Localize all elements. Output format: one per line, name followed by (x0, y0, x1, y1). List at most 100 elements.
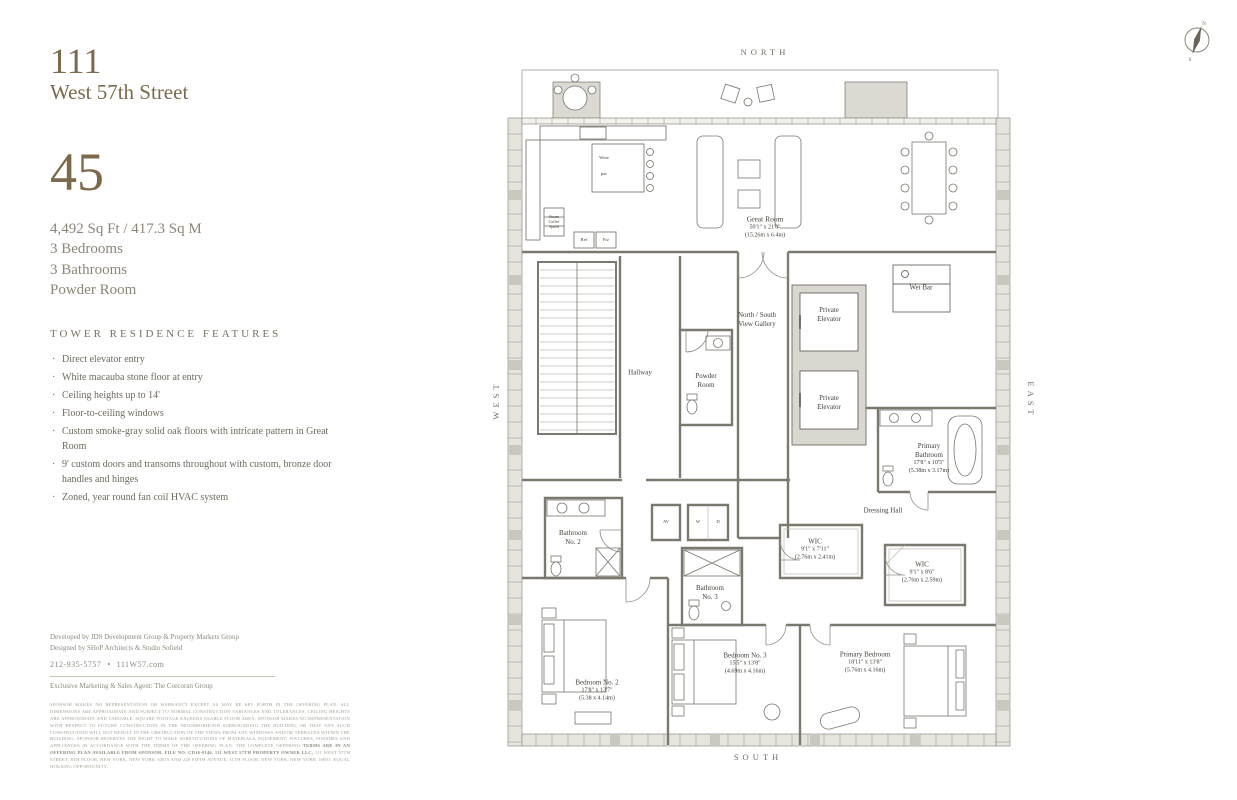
room-name: View Gallery (738, 320, 776, 328)
west-label: WEST (491, 380, 501, 420)
room-name: Elevator (817, 315, 841, 323)
residence-bedrooms: 3 Bedrooms (50, 241, 123, 258)
divider (50, 676, 275, 677)
designer-credit: Designed by SHoP Architects & Studio Sof… (50, 644, 183, 653)
south-label: SOUTH (733, 752, 783, 762)
feature-item: Ceiling heights up to 14' (50, 388, 350, 403)
room-name: Primary (917, 442, 941, 451)
legal-text-bold: TERMS ARE IN AN OFFERING PLAN AVAILABLE … (50, 743, 350, 756)
building-number: 111 (50, 41, 102, 81)
features-heading: TOWER RESIDENCE FEATURES (50, 328, 282, 341)
hallway-label: Hallway (628, 368, 652, 377)
floor-plan-drawing (507, 69, 1011, 747)
room-dim-m: (15.26m x 6.4m) (744, 231, 786, 238)
room-name: No. 3 (702, 593, 718, 601)
great-room-label: Great Room 50'1" x 21'0" (15.26m x 6.4m) (745, 214, 785, 239)
compass: N S (1177, 18, 1217, 67)
website: 111W57.com (116, 660, 165, 669)
room-dim-ft: 9'1" x 8'6" (909, 569, 935, 576)
window-mullion-ticks (508, 118, 1010, 746)
exterior-walls (507, 117, 1011, 747)
contact-line: 212-935-5757 • 111W57.com (50, 660, 164, 669)
door-swings (599, 251, 929, 646)
bedroom-2-label: Bedroom No. 2 17'8" x 13'7" (5.38 x 4.14… (575, 679, 618, 704)
room-dim-m: (5.38 x 4.14m) (579, 695, 615, 702)
room-dim-m: (5.76m x 4.16m) (844, 667, 886, 674)
north-label: NORTH (740, 47, 790, 57)
ref-label: Ref (580, 237, 588, 243)
compass-n: N (1202, 22, 1206, 27)
legal-text: 111 WEST 57TH STREET, 8TH FLOOR, NEW YOR… (50, 750, 351, 770)
residence-number: 45 (50, 142, 104, 203)
room-dim-ft: 17'8" x 10'5" (913, 460, 945, 467)
info-panel: 111 West 57th Street 45 4,492 Sq Ft / 41… (50, 41, 360, 784)
room-dim-m: (4.69m x 4.16m) (724, 668, 766, 675)
room-name: Wet Bar (909, 283, 933, 292)
dryer-label: D (716, 519, 720, 525)
legal-disclaimer: SPONSOR MAKES NO REPRESENTATION OR WARRA… (50, 702, 350, 771)
bathroom-fixtures (546, 335, 983, 621)
room-dim-ft: 17'8" x 13'7" (581, 687, 613, 694)
east-label: EAST (1026, 381, 1036, 419)
residence-details: 4,492 Sq Ft / 417.3 Sq M 3 Bedrooms 3 Ba… (50, 219, 360, 300)
residence-area: 4,492 Sq Ft / 417.3 Sq M (50, 221, 202, 238)
kitchen-fixtures (525, 125, 667, 249)
room-name: WIC (915, 560, 929, 569)
credits: Developed by JDS Development Group & Pro… (50, 632, 239, 654)
powder-room-label: Powder Room (695, 372, 716, 390)
room-name: Hallway (628, 368, 652, 377)
wine-label: Wine (599, 155, 609, 161)
stair (537, 261, 617, 435)
room-dim-ft: 50'1" x 21'0" (749, 224, 781, 231)
room-dim-ft: 9'1" x 7'11" (801, 546, 829, 553)
room-name: Bathroom (559, 528, 587, 537)
room-name: Private (819, 393, 839, 402)
terrace-outline (521, 69, 999, 118)
feature-item: 9' custom doors and transoms throughout … (50, 457, 350, 487)
bedroom-3-label: Bedroom No. 3 15'5" x 13'8" (4.69m x 4.1… (723, 652, 766, 677)
room-name: Room (697, 381, 715, 389)
primary-bedroom-label: Primary Bedroom 18'11" x 13'8" (5.76m x … (840, 651, 890, 676)
compass-icon: N S (1184, 22, 1210, 63)
room-name: Bathroom (696, 583, 724, 592)
compass-s: S (1189, 58, 1192, 62)
room-dim-ft: 15'5" x 13'8" (729, 660, 761, 667)
great-room-furniture (553, 73, 958, 229)
private-elevators (791, 284, 867, 446)
pac-label: pac (600, 171, 608, 177)
features-list: Direct elevator entry White macauba ston… (50, 352, 350, 505)
residence-bathrooms: 3 Bathrooms (50, 261, 128, 278)
room-dim-m: (5.38m x 3.17m) (908, 468, 950, 475)
room-name: Primary Bedroom (839, 650, 891, 659)
private-elevator-north-label: Private Elevator (817, 306, 841, 324)
street-name: West 57th Street (50, 80, 189, 105)
primary-bathroom-label: Primary Bathroom 17'8" x 10'5" (5.38m x … (909, 442, 949, 476)
feature-item: Zoned, year round fan coil HVAC system (50, 490, 350, 505)
washer-label: W (695, 519, 701, 525)
separator-dot: • (107, 660, 111, 669)
bathroom-2-label: Bathroom No. 2 (559, 529, 587, 547)
feature-item: Direct elevator entry (50, 352, 350, 367)
wet-bar-label: Wet Bar (910, 283, 933, 292)
phone-number: 212-935-5757 (50, 660, 102, 669)
room-dim-ft: 18'11" x 13'8" (848, 659, 882, 666)
legal-text: SPONSOR MAKES NO REPRESENTATION OR WARRA… (50, 702, 350, 749)
room-name: Powder (695, 371, 717, 380)
feature-item: Floor-to-ceiling windows (50, 406, 350, 421)
room-name: Bathroom (915, 451, 943, 460)
gallery-label: North / South View Gallery (738, 311, 776, 329)
room-name: No. 2 (565, 538, 581, 546)
room-name: WIC (808, 537, 822, 546)
bedroom-furniture (541, 607, 967, 730)
wet-bar-fixture (892, 264, 951, 313)
room-name: Bedroom No. 3 (723, 651, 767, 660)
private-elevator-south-label: Private Elevator (817, 394, 841, 412)
frz-label: Frz (602, 237, 610, 243)
room-name: Bedroom No. 2 (575, 678, 619, 687)
developer-credit: Developed by JDS Development Group & Pro… (50, 633, 239, 641)
dressing-hall-label: Dressing Hall (864, 506, 903, 515)
wic-2-label: WIC 9'1" x 8'6" (2.76m x 2.59m) (902, 561, 942, 586)
residence-powder-room: Powder Room (50, 281, 137, 298)
room-name: North / South (737, 310, 777, 319)
room-name: Elevator (817, 403, 841, 411)
